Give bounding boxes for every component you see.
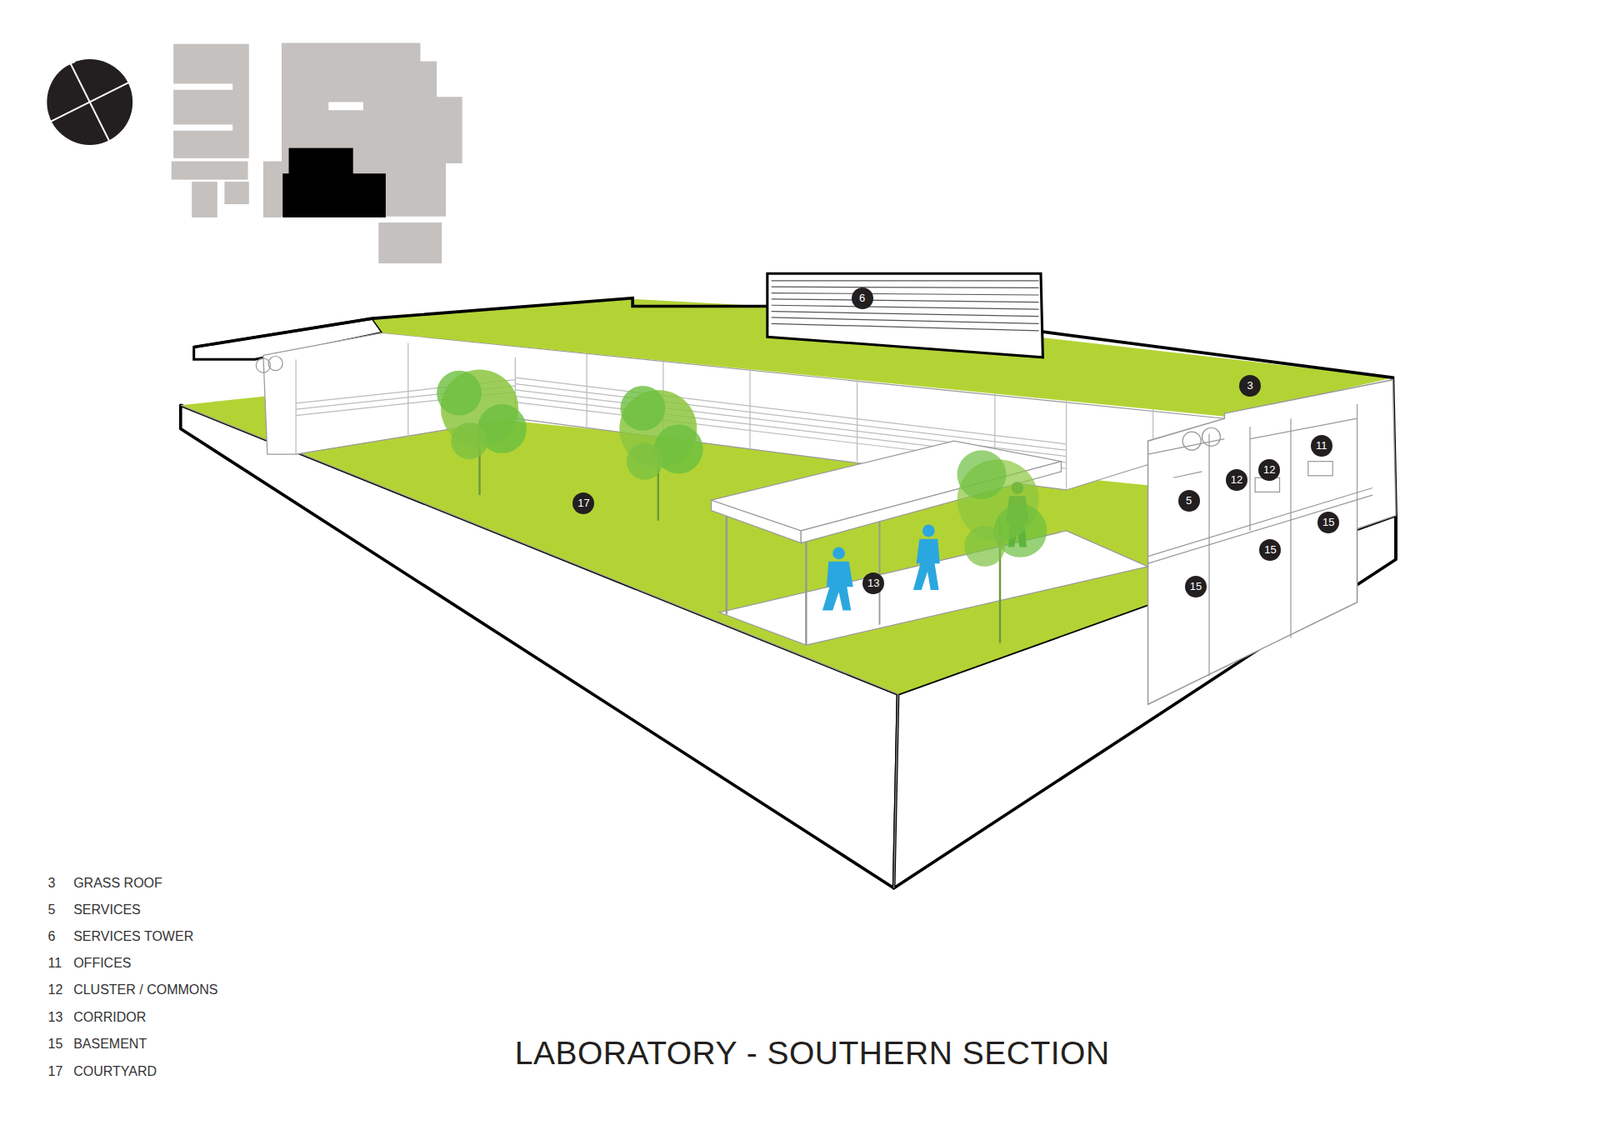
callout-number: 3 (1239, 375, 1261, 397)
legend-text: SERVICES TOWER (73, 928, 194, 945)
legend-text: COURTYARD (73, 1063, 157, 1080)
callout-number: 15 (1185, 575, 1207, 598)
person-figure (822, 525, 940, 611)
callout-number: 6 (851, 287, 874, 310)
legend-text: GRASS ROOF (73, 875, 163, 892)
legend-number: 6 (48, 928, 56, 945)
key-plan (171, 42, 463, 264)
legend-number: 3 (48, 875, 56, 892)
callout-number: 11 (1310, 435, 1333, 457)
legend-number: 11 (48, 955, 63, 972)
legend-number: 15 (48, 1035, 64, 1053)
diagram-title: LABORATORY - SOUTHERN SECTION (515, 1034, 1110, 1073)
services-tower (767, 273, 1044, 357)
tree (619, 385, 703, 521)
corridor (710, 440, 1148, 645)
legend-text: CORRIDOR (73, 1009, 146, 1026)
roof-outline (194, 298, 768, 348)
legend-number: 5 (48, 901, 56, 919)
callout-number: 12 (1225, 469, 1248, 491)
tree (957, 450, 1048, 644)
legend-text: SERVICES (73, 901, 141, 919)
legend-text: BASEMENT (73, 1035, 147, 1053)
legend-number: 17 (48, 1063, 64, 1080)
legend-number: 13 (48, 1009, 64, 1026)
legend-text: CLUSTER / COMMONS (73, 981, 218, 999)
tree (436, 369, 527, 495)
legend-text: OFFICES (73, 955, 131, 972)
callout-number: 17 (572, 492, 595, 515)
legend-number: 12 (48, 981, 64, 999)
north-compass (46, 53, 133, 145)
section-cut (1148, 380, 1397, 705)
callout-number: 5 (1178, 490, 1200, 512)
